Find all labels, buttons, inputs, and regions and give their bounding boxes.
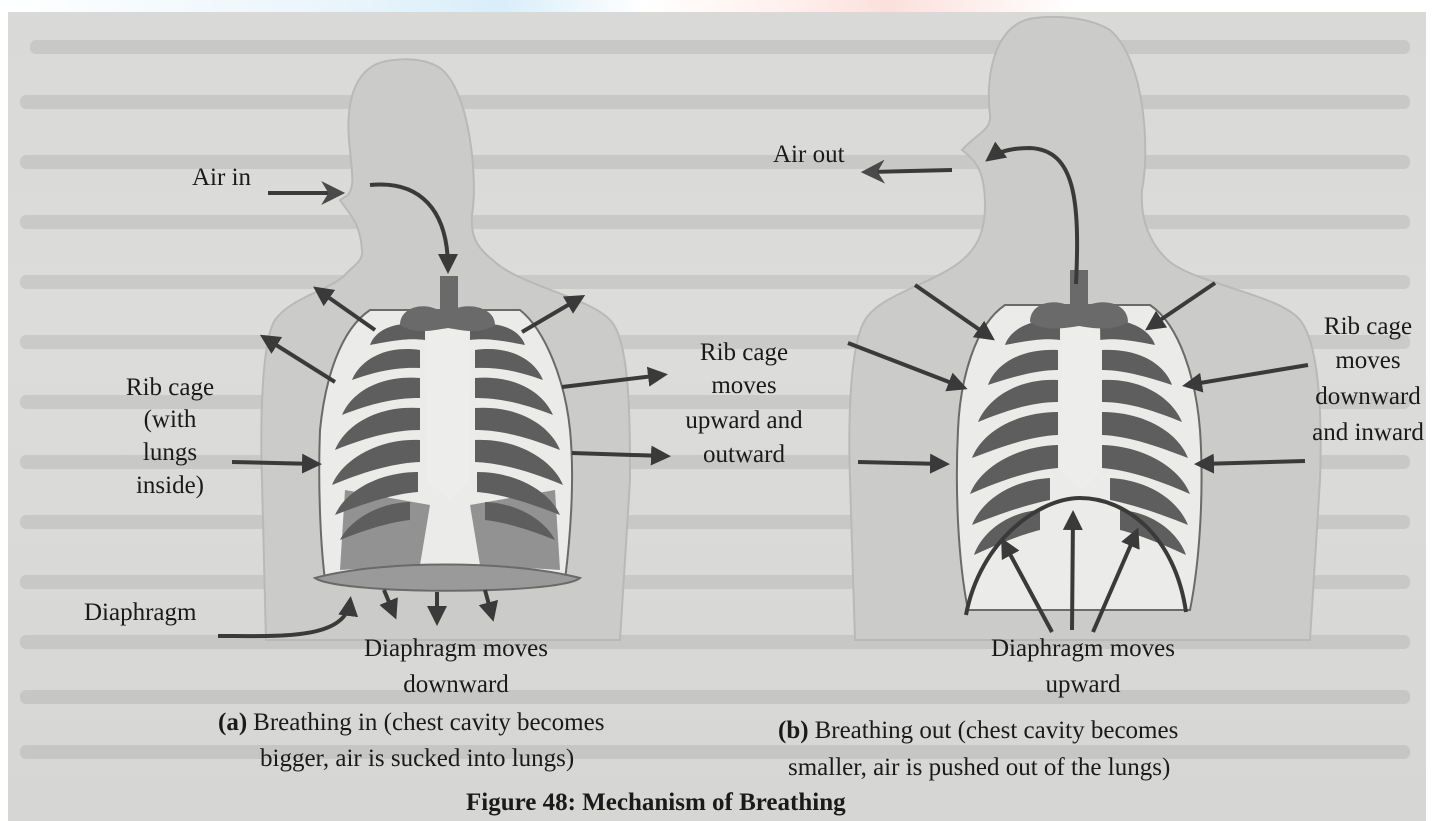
panel-b-ribcage-motion-label: Rib cage moves downward and inward [1312,313,1424,446]
svg-text:moves: moves [711,372,776,399]
panel-b-breathing-out: Air out Rib cage moves downward and inwa… [773,17,1424,781]
svg-text:Rib cage: Rib cage [1324,313,1412,340]
svg-text:upward: upward [1046,671,1121,698]
svg-text:and inward: and inward [1312,419,1424,446]
svg-text:(with: (with [144,406,197,433]
svg-text:Rib cage: Rib cage [700,339,788,366]
panel-b-air-label: Air out [773,141,845,168]
svg-text:lungs: lungs [143,439,197,466]
svg-text:downward: downward [403,671,509,698]
svg-text:upward and: upward and [685,407,803,434]
panel-a-caption-line-2: bigger, air is sucked into lungs) [260,745,574,772]
panel-a-diaphragm-label: Diaphragm [84,599,197,626]
svg-text:downward: downward [1315,383,1421,410]
panel-a-caption-tag: (a) [218,709,247,736]
panel-a-caption-line-1: Breathing in (chest cavity becomes [253,709,604,736]
svg-text:outward: outward [703,441,785,468]
panel-a-caption: (a)Breathing in (chest cavity becomes bi… [218,709,604,772]
panel-b-rib-cage [957,270,1202,615]
panel-a-diaphragm-motion-label: Diaphragm moves downward [364,635,548,698]
panel-b-caption-tag: (b) [778,717,809,744]
svg-text:Diaphragm moves: Diaphragm moves [364,635,548,662]
svg-text:(b)Breathing out (chest cavity: (b)Breathing out (chest cavity becomes [778,717,1178,744]
svg-text:(a)Breathing in (chest cavity: (a)Breathing in (chest cavity becomes [218,709,604,736]
svg-text:Diaphragm moves: Diaphragm moves [991,635,1175,662]
panel-b-caption-line-1: Breathing out (chest cavity becomes [815,717,1179,744]
svg-text:Rib cage: Rib cage [126,374,214,401]
figure-caption: Figure 48: Mechanism of Breathing [466,789,846,816]
svg-text:moves: moves [1335,347,1400,374]
panel-b-caption-line-2: smaller, air is pushed out of the lungs) [788,754,1170,781]
panel-b-diaphragm-motion-label: Diaphragm moves upward [991,635,1175,698]
panel-a-air-label: Air in [192,164,252,191]
svg-text:inside): inside) [136,472,204,499]
panel-a-ribcage-label: Rib cage (with lungs inside) [126,374,214,499]
